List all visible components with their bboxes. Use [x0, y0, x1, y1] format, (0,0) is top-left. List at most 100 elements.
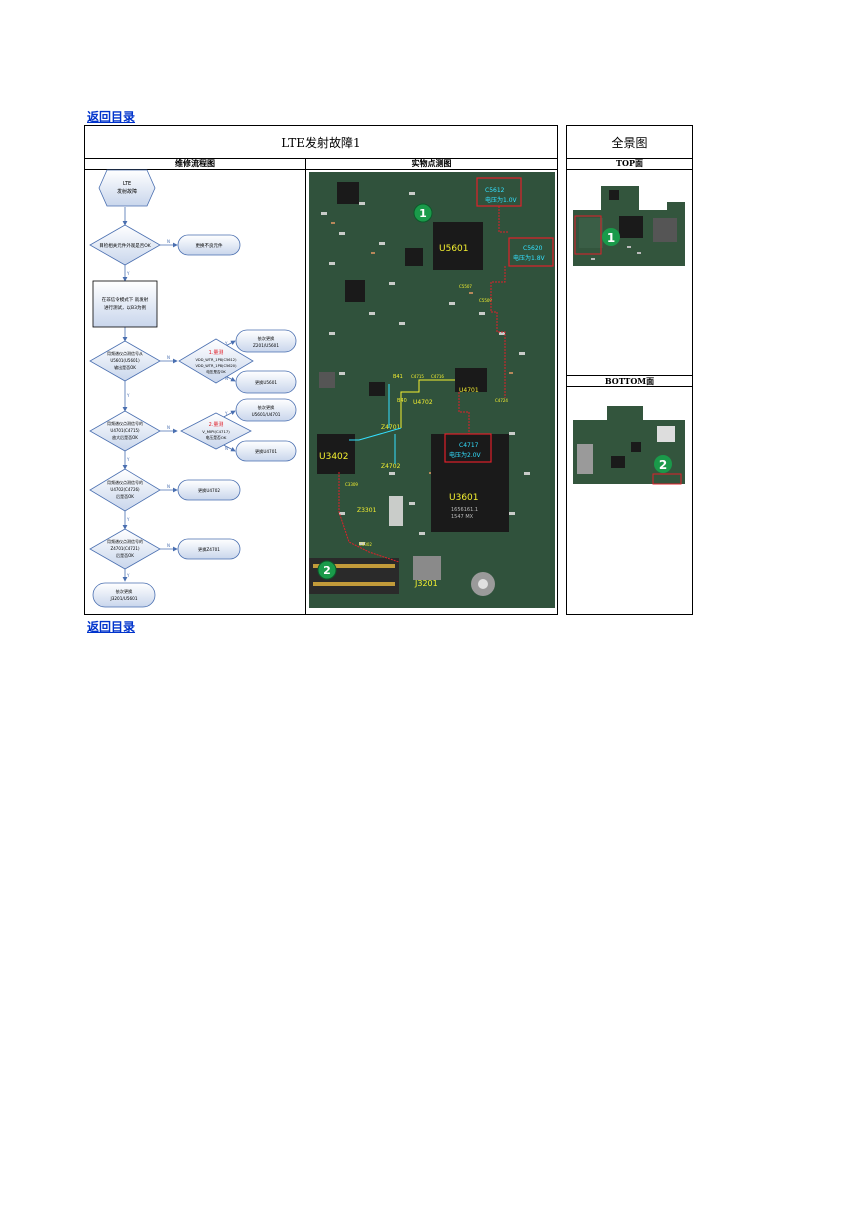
back-to-contents-link-bottom[interactable]: 返回目录: [87, 620, 136, 634]
label-c5612: C5612: [485, 187, 505, 194]
back-to-contents-link-top[interactable]: 返回目录: [87, 110, 136, 124]
flow-step6-line1: 用频谱仪点测信号的: [107, 538, 143, 544]
flow-step5-line3: 后是否OK: [116, 493, 134, 499]
table-title: LTE发射故障1: [85, 126, 557, 159]
overview-title: 全景图: [567, 126, 692, 159]
flow-end-line1: 依次更换: [116, 588, 134, 595]
chip-u5601: [433, 222, 483, 270]
bottom-marker-2-icon: [654, 455, 672, 473]
top-marker-1-label: 1: [607, 231, 615, 245]
flow-fix-u5601-u4701: [235, 398, 297, 422]
no-mark: N: [167, 484, 170, 489]
marker-2-icon: [317, 560, 337, 580]
label-u4701: U4701: [459, 387, 479, 394]
flow-fix-z201-u5601: [235, 329, 297, 353]
yes-mark: Y: [126, 573, 130, 578]
main-table: LTE发射故障1 维修流程图 实物点测图: [84, 125, 558, 615]
label-j3201: J3201: [414, 579, 438, 588]
label-b41: B41: [393, 374, 403, 380]
marker-1-icon: [413, 203, 433, 223]
label-z3301: Z3301: [357, 507, 377, 514]
flow-step5-line2: U4702(C4726): [110, 487, 140, 492]
chip-marking-line2: 1547 MX: [451, 514, 474, 520]
flow-step3-check-line3: VDD_WTR_1P8(C5620): [195, 364, 237, 368]
flow-end-line2: J3201/U5601: [109, 596, 137, 601]
flow-step5-fix-text: 更换U4702: [198, 487, 220, 494]
flow-step4-fix-a-line1: 依次更换: [258, 404, 276, 411]
flow-step2-line2: 进行测试，以B3为例: [104, 304, 146, 311]
flow-step6-fix-text: 更换Z4701: [198, 546, 220, 553]
label-z4702: Z4702: [381, 463, 401, 470]
flow-start-line1: LTE: [123, 181, 131, 187]
flow-step4-check-line1: 2.量测: [209, 421, 224, 428]
no-mark: N: [225, 376, 228, 381]
callout-c4717: [444, 433, 492, 463]
flow-step3-check-line2: VDD_WTR_1P8(C5612): [195, 358, 237, 362]
flow-fix-u4702: [177, 479, 241, 501]
pcb-measurement-photo: 1 2 U5601 U3601 1656161.1 1547 MX U3402 …: [309, 172, 555, 608]
flow-step3-fix-b-text: 更换U5601: [255, 379, 277, 386]
flow-step3-line1: 用频谱仪点测信号从: [107, 350, 143, 356]
label-c4715: C4715: [411, 374, 424, 379]
no-mark: N: [167, 239, 170, 244]
board-top-view: 1: [573, 186, 685, 266]
board-bottom-view: 2: [573, 406, 685, 485]
label-c3309: C3309: [345, 482, 358, 487]
marker-1-label: 1: [419, 207, 427, 220]
flow-fix-u5601: [235, 370, 297, 394]
label-c4724: C4724: [495, 398, 508, 403]
flow-decision-z4701: [89, 528, 161, 570]
flow-fix-z4701: [177, 538, 241, 560]
flow-step3-check-line1: 1.量测: [209, 349, 224, 356]
repair-flowchart: LTE 发射故障 目检相关元件外观是否OK 更换不良元件 在非信令模式下 就发射…: [89, 169, 297, 608]
photo-column-header: 实物点测图: [306, 158, 557, 170]
no-mark: N: [167, 355, 170, 360]
yes-mark: Y: [126, 393, 130, 398]
yes-mark: Y: [224, 411, 228, 416]
no-mark: N: [167, 425, 170, 430]
flow-step6-line3: 后是否OK: [116, 552, 134, 558]
chip-u4701: [455, 368, 487, 392]
flow-step3-fix-a-line2: Z201/U5601: [253, 343, 279, 348]
label-u3601: U3601: [449, 493, 479, 503]
label-u5601: U5601: [439, 244, 469, 254]
flow-step5-line1: 用频谱仪点测信号的: [107, 479, 143, 485]
no-mark: N: [167, 543, 170, 548]
top-side-header: TOP面: [567, 158, 692, 170]
flow-start: [98, 169, 156, 207]
yes-mark: Y: [224, 341, 228, 346]
note-c5612: 电压为1.0V: [485, 196, 518, 204]
chip-u3402: [317, 434, 355, 474]
flow-step-nonsignaling-test: [92, 280, 158, 328]
flow-fix-replace-part: [177, 234, 241, 256]
label-b40: B40: [397, 398, 407, 404]
yes-mark: Y: [126, 517, 130, 522]
flow-column-header: 维修流程图: [85, 158, 305, 170]
chip-u3601: [431, 434, 509, 532]
flow-step6-line2: Z4701(C4721): [110, 546, 139, 551]
flow-step3-line3: 输出是否OK: [114, 364, 136, 370]
overview-table: 全景图 TOP面 BOTTOM面 1 2: [566, 125, 693, 615]
flow-decision-vmipi-voltage: [180, 412, 252, 450]
no-mark: N: [225, 446, 228, 451]
flow-step4-check-line3: 电压是否OK: [206, 435, 227, 440]
flow-step4-check-line2: V_MIPI(C4717): [202, 429, 230, 434]
label-c5509: C5509: [479, 298, 492, 303]
flow-step1-fix-text: 更换不良元件: [196, 242, 223, 249]
flow-fix-u4701: [235, 440, 297, 462]
flow-decision-vdd-voltage: [178, 338, 254, 384]
flow-end: [92, 582, 156, 608]
flow-step4-fix-a-line2: U5601/U4701: [252, 412, 281, 417]
chip-marking-line1: 1656161.1: [451, 507, 478, 513]
yes-mark: Y: [126, 271, 130, 276]
yes-mark: Y: [126, 457, 130, 462]
flow-step3-check-line4: 电压是否OK: [206, 369, 226, 374]
note-c4717: 电压为2.0V: [449, 451, 482, 459]
marker-2-label: 2: [323, 564, 331, 577]
flow-step4-line1: 用频谱仪点测信号的: [107, 420, 143, 426]
flow-start-line2: 发射故障: [117, 188, 137, 195]
flow-step3-fix-a-line1: 依次更换: [258, 335, 276, 342]
label-c4716: C4716: [431, 374, 444, 379]
label-u3402: U3402: [319, 452, 349, 462]
note-c5620: 电压为1.8V: [513, 254, 546, 262]
